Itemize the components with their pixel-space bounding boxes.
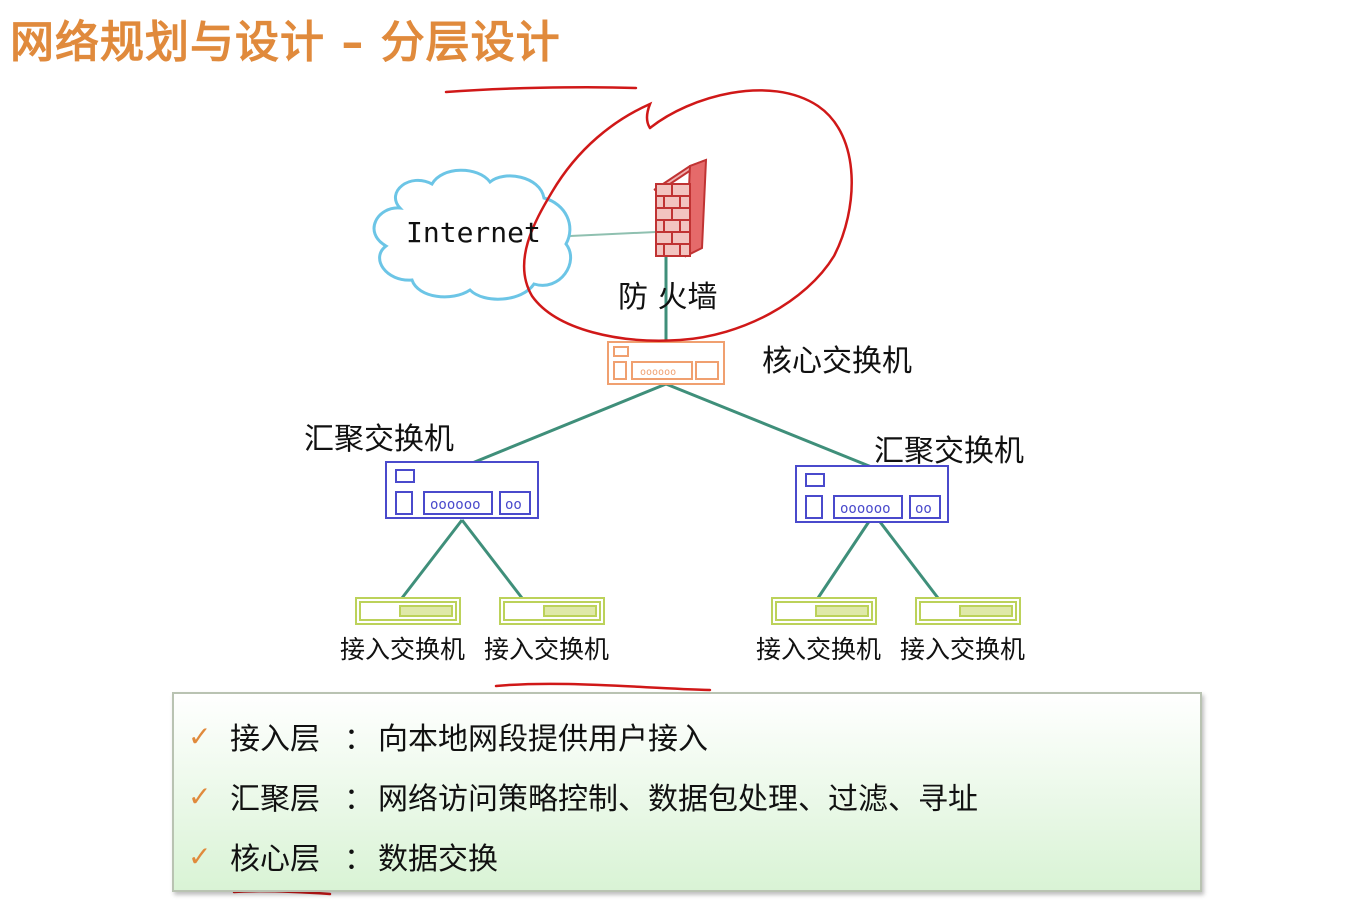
link-core-agg-left bbox=[459, 382, 667, 470]
aggregation-switch-right-icon: oooooo oo bbox=[795, 465, 949, 523]
access-switch-1-label: 接入交换机 bbox=[340, 635, 466, 664]
check-icon: ✓ bbox=[188, 719, 212, 753]
core-switch-icon: oooooo bbox=[607, 341, 725, 385]
legend-description: 网络访问策略控制、数据包处理、过滤、寻址 bbox=[378, 782, 978, 817]
aggregation-switch-right-label: 汇聚交换机 bbox=[874, 434, 1024, 469]
check-icon: ✓ bbox=[188, 779, 212, 813]
legend-separator: ： bbox=[344, 782, 374, 817]
legend-row-core: ✓ 核心层 ： 数据交换 bbox=[188, 834, 498, 878]
aggregation-switch-left-icon: oooooo oo bbox=[385, 461, 539, 519]
legend-description: 向本地网段提供用户接入 bbox=[378, 722, 708, 757]
title-underline-mark bbox=[444, 85, 638, 94]
access-switch-4-label: 接入交换机 bbox=[900, 635, 1026, 664]
access-switch-3-icon bbox=[771, 597, 877, 625]
link-agg-right-access4 bbox=[872, 513, 940, 599]
aggregation-switch-left-label: 汇聚交换机 bbox=[304, 422, 454, 457]
check-icon: ✓ bbox=[188, 839, 212, 873]
access-switch-3-label: 接入交换机 bbox=[756, 635, 882, 664]
legend-term: 汇聚层 bbox=[230, 782, 320, 817]
access-switch-4-icon bbox=[915, 597, 1021, 625]
svg-text:oooooo: oooooo bbox=[840, 501, 891, 517]
firewall-icon bbox=[653, 158, 708, 258]
legend-row-access: ✓ 接入层 ： 向本地网段提供用户接入 bbox=[188, 714, 708, 758]
legend-description: 数据交换 bbox=[378, 842, 498, 877]
legend-term: 接入层 bbox=[230, 722, 320, 757]
core-switch-label: 核心交换机 bbox=[762, 344, 912, 379]
svg-text:oo: oo bbox=[505, 497, 522, 513]
access-switch-1-icon bbox=[355, 597, 461, 625]
access-switch-2-label: 接入交换机 bbox=[484, 635, 610, 664]
legend-separator: ： bbox=[344, 722, 374, 757]
svg-text:oooooo: oooooo bbox=[430, 497, 481, 513]
layer-legend-box: ✓ 接入层 ： 向本地网段提供用户接入 ✓ 汇聚层 ： 网络访问策略控制、数据包… bbox=[172, 692, 1202, 892]
link-agg-left-access1 bbox=[400, 519, 464, 599]
link-agg-right-access3 bbox=[816, 513, 876, 599]
diagram-underline-mark bbox=[494, 682, 712, 692]
legend-row-aggregation: ✓ 汇聚层 ： 网络访问策略控制、数据包处理、过滤、寻址 bbox=[188, 774, 978, 818]
firewall-circle-mark bbox=[522, 89, 853, 342]
legend-separator: ： bbox=[344, 842, 374, 877]
internet-label: Internet bbox=[406, 216, 541, 249]
access-switch-2-icon bbox=[499, 597, 605, 625]
slide-title: 网络规划与设计 – 分层设计 bbox=[10, 17, 561, 68]
internet-cloud-icon bbox=[372, 168, 573, 301]
links bbox=[400, 231, 940, 599]
svg-text:oooooo: oooooo bbox=[640, 367, 676, 378]
link-agg-left-access2 bbox=[460, 519, 524, 599]
svg-text:oo: oo bbox=[915, 501, 932, 517]
link-core-agg-right bbox=[665, 382, 875, 470]
link-internet-firewall bbox=[569, 231, 657, 237]
firewall-label: 防 火墙 bbox=[618, 280, 718, 315]
legend-term: 核心层 bbox=[230, 842, 320, 877]
